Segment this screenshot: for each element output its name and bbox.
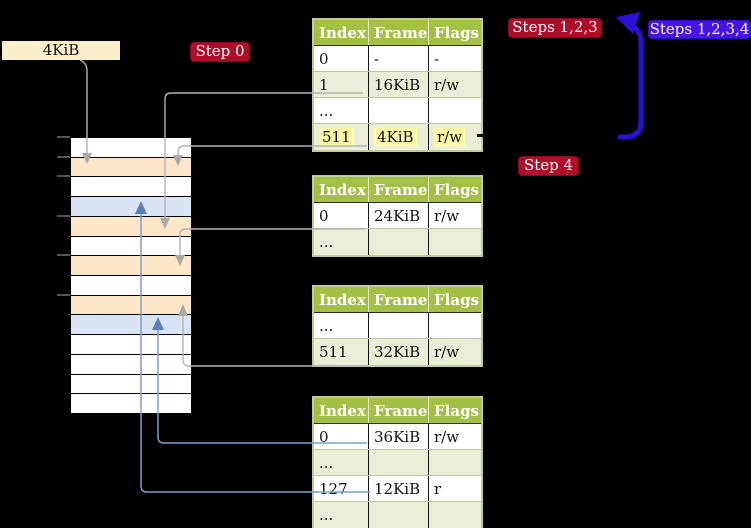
table-cell: ... (314, 450, 369, 475)
column-header: Flags (429, 177, 481, 202)
table-cell: 511 (314, 124, 369, 150)
table-cell: 1 (314, 72, 369, 97)
column-header: Index (314, 20, 369, 45)
memory-tick (57, 156, 70, 158)
memory-frame-row-orange (71, 157, 191, 178)
column-header: Flags (429, 20, 481, 45)
table-cell: r/w (429, 124, 481, 150)
table-cell (429, 98, 481, 123)
table-cell (429, 229, 481, 255)
column-header: Frame (369, 287, 429, 312)
table-row: 511 4KiB r/w (314, 124, 481, 150)
table-cell: r/w (434, 428, 460, 446)
frame-size-label: 4KiB (2, 41, 120, 60)
table-cell: 12KiB (369, 476, 429, 501)
table-cell: ... (314, 98, 369, 123)
memory-frame-row-blue (71, 197, 191, 217)
memory-frame-row-white (71, 374, 191, 395)
memory-frame-row-white (71, 236, 191, 257)
table-row: ... (314, 502, 481, 528)
table-cell: 0 (314, 46, 369, 71)
memory-frame-row-white (71, 394, 191, 414)
table-cell (369, 450, 429, 475)
memory-tick (57, 215, 70, 217)
steps-1234-badge: Steps 1,2,3,4 (648, 20, 751, 39)
step-0-badge: Step 0 (190, 42, 250, 62)
table-cell: 0 (314, 203, 369, 228)
table-row: ... (314, 229, 481, 255)
memory-frame-row-orange (71, 295, 191, 316)
column-header: Flags (429, 398, 481, 423)
table-row: 0-- (314, 46, 481, 72)
table-row: ... (314, 450, 481, 476)
table-cell: ... (314, 313, 369, 338)
column-header: Frame (369, 398, 429, 423)
memory-frame-row-orange (71, 256, 191, 277)
table-cell: 36KiB (369, 424, 429, 449)
table-cell (429, 313, 481, 338)
memory-frame-row-white (71, 177, 191, 198)
steps-flow-arrow (616, 12, 644, 140)
step-4-badge: Step 4 (518, 156, 579, 176)
table-cell: r/w (434, 207, 460, 225)
table-row: ... (314, 313, 481, 339)
memory-frame-row-white (71, 354, 191, 375)
table-cell: - (434, 50, 440, 68)
memory-frame-row-white (71, 335, 191, 355)
column-header: Flags (429, 287, 481, 312)
column-header: Frame (369, 177, 429, 202)
table-cell: ... (314, 229, 369, 255)
table-cell: 4KiB (369, 124, 429, 150)
highlighted-value: 4KiB (374, 128, 417, 146)
steps-123-badge: Steps 1,2,3 (508, 18, 602, 38)
table-row: ... (314, 98, 481, 124)
table-cell (429, 502, 481, 528)
memory-tick (57, 294, 70, 296)
column-header: Index (314, 398, 369, 423)
table-cell (369, 313, 429, 338)
connector-dash (477, 134, 485, 137)
table-cell: 16KiB (369, 72, 429, 97)
table-cell (369, 502, 429, 528)
table-cell: 0 (314, 424, 369, 449)
table-cell: r/w (429, 339, 481, 365)
memory-tick (57, 136, 70, 138)
memory-frame-row-white (71, 138, 191, 158)
physical-memory-strip (70, 137, 192, 414)
table-cell: 32KiB (369, 339, 429, 365)
column-header: Index (314, 287, 369, 312)
table-cell: 127 (314, 476, 369, 501)
table-cell: - (369, 46, 429, 71)
highlighted-value: 511 (319, 128, 354, 146)
column-header: Index (314, 177, 369, 202)
table-cell (369, 229, 429, 255)
table-cell (369, 98, 429, 123)
table-cell (429, 450, 481, 475)
highlighted-value: r/w (434, 128, 466, 146)
table-cell: 24KiB (369, 203, 429, 228)
table-cell: 511 (314, 339, 369, 365)
table-cell: r/w (429, 72, 481, 97)
table-cell: ... (314, 502, 369, 528)
memory-tick (57, 254, 70, 256)
memory-frame-row-white (71, 276, 191, 296)
memory-frame-row-orange (71, 216, 191, 237)
column-header: Frame (369, 20, 429, 45)
memory-frame-row-blue (71, 315, 191, 336)
memory-tick (57, 175, 70, 177)
table-cell: r (434, 480, 442, 498)
